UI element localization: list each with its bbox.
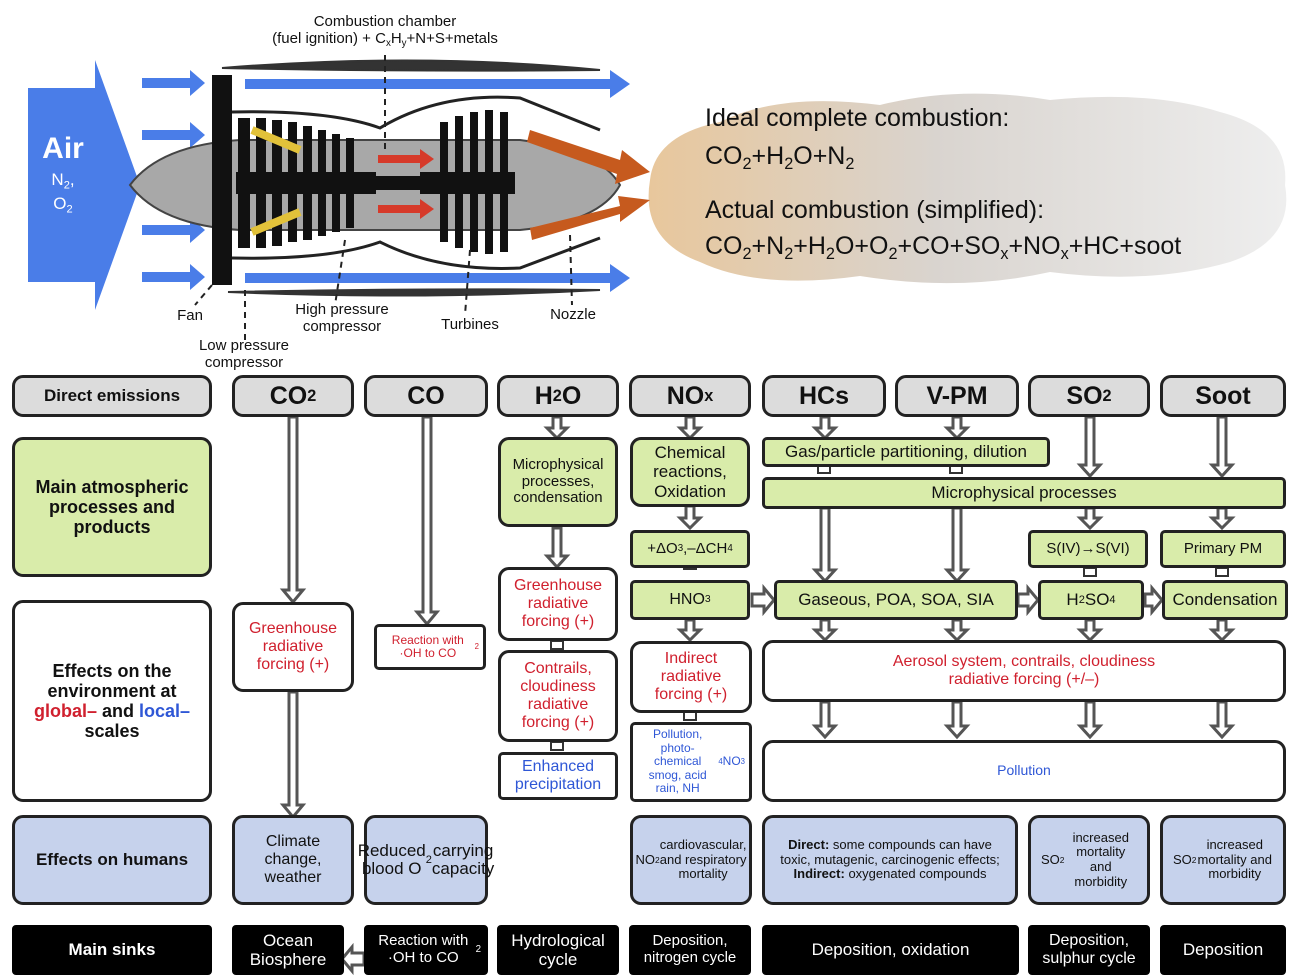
- bypass-arrows: [245, 70, 630, 292]
- fan-blade: [212, 75, 232, 285]
- low-pressure-compressor-label: Low pressure compressor: [198, 337, 290, 371]
- row-main-sinks: Main sinks: [12, 925, 212, 975]
- microphysical-processes: Microphysical processes: [762, 477, 1286, 509]
- pollution-box: Pollution: [762, 740, 1286, 802]
- and-text: and: [101, 701, 134, 721]
- air-label: Air: [42, 132, 84, 165]
- combustion-chamber-fuel: (fuel ignition) + CxHy+N+S+metals: [272, 30, 498, 49]
- emission-soot: Soot: [1160, 375, 1286, 417]
- h2o-greenhouse-forcing: Greenhouse radiative forcing (+): [498, 567, 618, 641]
- indirect-text: oxygenated compounds: [848, 866, 987, 882]
- nacelle-top: [221, 59, 601, 72]
- actual-combustion-formula: CO2+N2+H2O+O2+CO+SOx+NOx+HC+soot: [705, 232, 1182, 263]
- high-pressure-compressor-label: High pressure compressor: [295, 301, 389, 335]
- core-casing: [231, 95, 601, 270]
- row-effects-environment: Effects on the environment at global– an…: [12, 600, 212, 802]
- sink-hydrological-cycle: Hydrological cycle: [497, 925, 619, 975]
- emission-hcs: HCs: [762, 375, 886, 417]
- compressor-stages: [236, 118, 376, 248]
- sink-ocean-biosphere: Ocean Biosphere: [232, 925, 344, 975]
- effects-env-text: Effects on the environment at: [47, 660, 177, 701]
- gaseous-poa-soa-sia: Gaseous, POA, SOA, SIA: [774, 580, 1018, 620]
- h2o-contrails-forcing: Contrails, cloudiness radiative forcing …: [498, 650, 618, 742]
- global-text: global–: [33, 701, 97, 721]
- row-direct-emissions: Direct emissions: [12, 375, 212, 417]
- fan-label: Fan: [177, 307, 203, 324]
- row-atmospheric-processes: Main atmospheric processes and products: [12, 437, 212, 577]
- aerosol-system-forcing: Aerosol system, contrails, cloudiness ra…: [762, 640, 1286, 702]
- flow-arrows: [279, 415, 1236, 975]
- turbine-stages: [420, 110, 515, 254]
- row-effects-humans: Effects on humans: [12, 815, 212, 905]
- combustion-arrows: [378, 149, 434, 219]
- sink-deposition: Deposition: [1160, 925, 1286, 975]
- fuel-arrows: [250, 126, 302, 236]
- sink-sulphur-cycle: Deposition, sulphur cycle: [1028, 925, 1150, 975]
- exhaust-cloud: [648, 93, 1287, 284]
- combustion-chamber-label: Combustion chamber: [313, 13, 457, 30]
- turbines-label: Turbines: [441, 316, 499, 333]
- nox-pollution: Pollution, photo-chemical smog, acid rai…: [630, 722, 752, 802]
- direct-label: Direct:: [788, 837, 830, 853]
- sulphur-oxidation: S(IV)→S(VI): [1028, 530, 1148, 568]
- condensation-box: Condensation: [1162, 580, 1288, 620]
- ideal-combustion-title: Ideal complete combustion:: [705, 104, 1010, 132]
- nox-chemical-reactions: Chemical reactions, Oxidation: [630, 437, 750, 507]
- sink-deposition-oxidation: Deposition, oxidation: [762, 925, 1019, 975]
- indirect-label: Indirect:: [793, 866, 845, 882]
- nox-indirect-forcing: Indirect radiative forcing (+): [630, 641, 752, 713]
- h2o-enhanced-precipitation: Enhanced precipitation: [498, 752, 618, 800]
- engine-shaft: [370, 176, 430, 190]
- co2-greenhouse-forcing: Greenhouse radiative forcing (+): [232, 602, 354, 692]
- scales-text: scales: [84, 721, 140, 742]
- primary-pm: Primary PM: [1160, 530, 1286, 568]
- exhaust-arrows: [527, 130, 650, 240]
- sink-nitrogen-cycle: Deposition, nitrogen cycle: [629, 925, 751, 975]
- local-text: local–: [139, 701, 191, 721]
- nacelle-bottom: [227, 288, 601, 297]
- ideal-combustion-formula: CO2+H2O+N2: [705, 142, 855, 173]
- air-inflow-arrows: [142, 70, 205, 290]
- part-pointers: [194, 55, 573, 340]
- gas-particle-partitioning: Gas/particle partitioning, dilution: [762, 437, 1050, 467]
- direct-text: some compounds can have toxic, mutagenic…: [780, 837, 1000, 867]
- actual-combustion-title: Actual combustion (simplified):: [705, 196, 1045, 224]
- nozzle-label: Nozzle: [550, 306, 596, 323]
- emission-co: CO: [364, 375, 488, 417]
- h2o-microphysical: Microphysical processes, condensation: [498, 437, 618, 527]
- air-gas-n2: N2,: [51, 170, 75, 192]
- co2-human-effect: Climate change, weather: [232, 815, 354, 905]
- air-gas-o2: O2: [53, 194, 73, 216]
- air-arrow: [28, 60, 140, 310]
- emission-v-pm: V-PM: [895, 375, 1019, 417]
- hcs-human-effect: Direct: some compounds can have toxic, m…: [762, 815, 1018, 905]
